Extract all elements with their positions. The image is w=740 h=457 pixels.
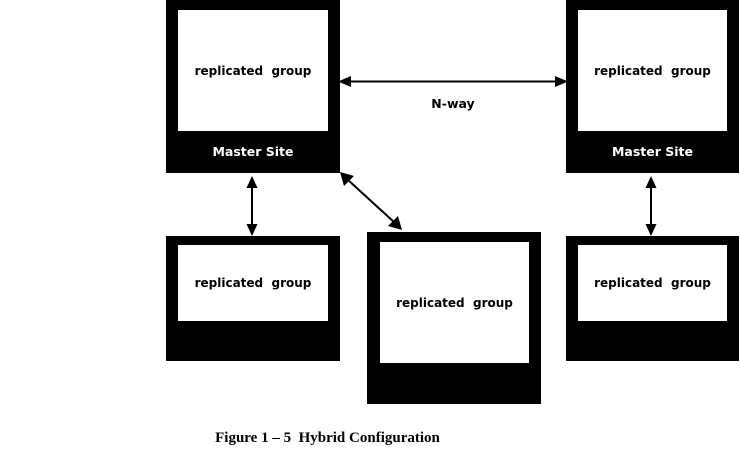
replicated-group-panel: replicated group bbox=[578, 10, 727, 131]
site-box-snapshot-center: replicated group Snapshot Site bbox=[367, 232, 541, 404]
site-label-master-left: Master Site bbox=[212, 144, 294, 159]
site-label-master-right: Master Site bbox=[611, 144, 694, 159]
replicated-group-label: replicated group bbox=[594, 276, 711, 290]
replicated-group-panel: replicated group bbox=[178, 10, 328, 131]
site-box-snapshot-right: replicated group Snapshot Site bbox=[566, 236, 739, 361]
double-arrow-right-vertical bbox=[645, 176, 657, 236]
double-arrow-nway bbox=[338, 76, 568, 87]
replicated-group-label: replicated group bbox=[194, 63, 312, 78]
figure-caption: Figure 1 – 5 Hybrid Configuration bbox=[215, 430, 440, 446]
replicated-group-panel: replicated group bbox=[578, 245, 727, 321]
site-box-snapshot-left: replicated group Snapshot Site bbox=[166, 236, 340, 361]
replicated-group-label: replicated group bbox=[194, 276, 312, 290]
replicated-group-panel: replicated group bbox=[380, 242, 529, 363]
double-arrow-diagonal bbox=[340, 172, 402, 230]
replicated-group-label: replicated group bbox=[396, 295, 513, 310]
replicated-group-panel: replicated group bbox=[178, 245, 328, 321]
site-box-master-left: replicated group Master Site bbox=[166, 0, 340, 173]
replicated-group-label: replicated group bbox=[594, 63, 711, 78]
nway-label: N-way bbox=[431, 96, 475, 111]
double-arrow-left-vertical bbox=[246, 176, 258, 236]
site-box-master-right: replicated group Master Site bbox=[566, 0, 739, 173]
